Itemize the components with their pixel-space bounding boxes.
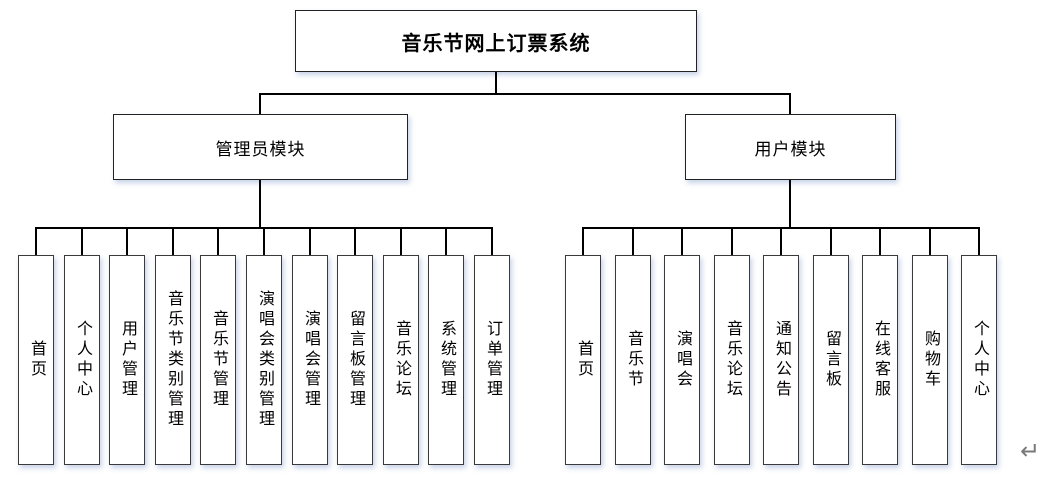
leaf-node: 个人中心 <box>64 255 100 465</box>
connector-line <box>879 227 881 255</box>
connector-line <box>681 227 683 255</box>
root-node: 音乐节网上订票系统 <box>295 10 697 72</box>
leaf-node: 购物车 <box>912 255 948 465</box>
leaf-node-label: 购物车 <box>922 330 939 390</box>
leaf-node-label: 音乐节类别管理 <box>165 290 182 430</box>
leaf-node-label: 用户管理 <box>119 320 136 400</box>
leaf-node: 留言板 <box>813 255 849 465</box>
connector-line <box>495 72 497 95</box>
connector-line <box>731 227 733 255</box>
leaf-node: 音乐论坛 <box>383 255 419 465</box>
leaf-node: 留言板管理 <box>337 255 373 465</box>
branch-node-admin-label: 管理员模块 <box>215 139 306 159</box>
branch-node-admin: 管理员模块 <box>113 114 408 180</box>
leaf-node-label: 演唱会类别管理 <box>256 290 273 430</box>
connector-line <box>354 227 356 255</box>
connector-line <box>259 93 791 95</box>
leaf-node: 音乐节 <box>615 255 651 465</box>
leaf-node-label: 通知公告 <box>773 320 790 400</box>
leaf-node-label: 演唱会管理 <box>302 310 319 410</box>
leaf-node-label: 音乐论坛 <box>724 320 741 400</box>
connector-line <box>582 227 584 255</box>
leaf-node-label: 音乐节 <box>625 330 642 390</box>
leaf-node-label: 订单管理 <box>484 320 501 400</box>
leaf-node-label: 音乐节管理 <box>210 310 227 410</box>
leaf-node: 音乐节类别管理 <box>155 255 191 465</box>
leaf-node: 在线客服 <box>862 255 898 465</box>
leaf-node: 通知公告 <box>763 255 799 465</box>
connector-line <box>789 93 791 114</box>
paragraph-return-mark: ↵ <box>1020 438 1041 465</box>
leaf-node-label: 个人中心 <box>971 320 988 400</box>
leaf-node-label: 首页 <box>28 340 45 380</box>
connector-line <box>780 227 782 255</box>
leaf-node: 订单管理 <box>474 255 510 465</box>
branch-node-user-label: 用户模块 <box>754 139 827 159</box>
leaf-node: 用户管理 <box>109 255 145 465</box>
connector-line <box>35 227 37 255</box>
connector-line <box>830 227 832 255</box>
root-node-label: 音乐节网上订票系统 <box>401 32 591 55</box>
connector-line <box>263 227 265 255</box>
connector-line <box>632 227 634 255</box>
connector-line <box>217 227 219 255</box>
branch-node-user: 用户模块 <box>685 114 896 180</box>
leaf-node-label: 系统管理 <box>438 320 455 400</box>
leaf-node: 音乐节管理 <box>200 255 236 465</box>
leaf-node-label: 演唱会 <box>674 330 691 390</box>
leaf-node-label: 音乐论坛 <box>393 320 410 400</box>
leaf-node-label: 留言板 <box>823 330 840 390</box>
leaf-node: 首页 <box>18 255 54 465</box>
leaf-node: 演唱会 <box>664 255 700 465</box>
leaf-node: 演唱会管理 <box>292 255 328 465</box>
connector-line <box>259 93 261 114</box>
connector-line <box>126 227 128 255</box>
leaf-node-label: 留言板管理 <box>347 310 364 410</box>
connector-line <box>81 227 83 255</box>
leaf-node-label: 个人中心 <box>74 320 91 400</box>
leaf-node-label: 在线客服 <box>872 320 889 400</box>
connector-line <box>445 227 447 255</box>
connector-line <box>978 227 980 255</box>
connector-line <box>789 180 791 229</box>
connector-line <box>259 180 261 229</box>
connector-line <box>929 227 931 255</box>
connector-line <box>491 227 493 255</box>
leaf-node: 演唱会类别管理 <box>246 255 282 465</box>
leaf-node-label: 首页 <box>575 340 592 380</box>
leaf-node: 个人中心 <box>961 255 997 465</box>
connector-line <box>172 227 174 255</box>
connector-line <box>309 227 311 255</box>
leaf-node: 音乐论坛 <box>714 255 750 465</box>
connector-line <box>400 227 402 255</box>
leaf-node: 系统管理 <box>428 255 464 465</box>
leaf-node: 首页 <box>565 255 601 465</box>
